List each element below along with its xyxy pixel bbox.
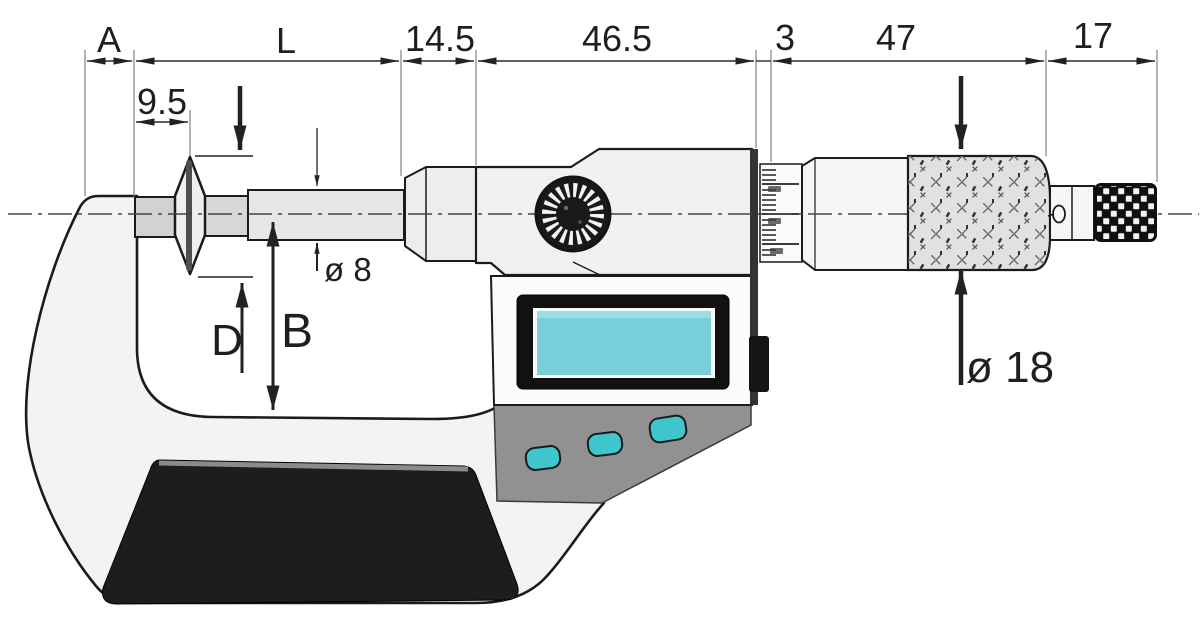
function-button-2 [586,431,624,457]
dim-label-95: 9.5 [137,81,187,122]
dim-label-465: 46.5 [582,18,652,59]
extension-lines [84,50,1158,197]
frame-insulating-pad [102,459,519,605]
dim-label-thimble-dia: ø 18 [966,343,1054,392]
dim-label-a: A [97,19,121,60]
lcd-screen-glare [537,311,711,318]
dim-label-47: 47 [876,17,916,58]
thimble-knurl-texture [908,156,1050,270]
dim-label-17: 17 [1073,15,1113,56]
dimension-labels: A L 14.5 46.5 3 47 17 9.5 ø 8 D B ø 18 [97,15,1113,392]
ratchet-knob-texture [1097,186,1154,239]
pad-top-highlight [158,460,469,472]
dim-label-145: 14.5 [405,18,475,59]
dim-label-throat: B [281,305,313,358]
body [474,147,754,277]
data-port [749,336,769,392]
dimension-lines [87,57,1155,126]
anvil-stem [134,196,176,238]
body-right-edge [750,149,758,405]
dim-label-spindle-dia: ø 8 [324,251,372,288]
sleeve [759,163,803,263]
spindle-tip-rod [204,195,250,237]
spindle [247,189,405,241]
function-button-1 [524,445,562,471]
function-button-3 [648,414,688,444]
lcd-screen [537,311,711,375]
panel-buttons [524,414,688,471]
shaft-detail-tail [1047,213,1055,217]
dim-label-disc-dia: D [211,316,243,365]
dim-label-l: L [276,20,296,61]
pointer-arrows [195,76,968,410]
dim-label-3: 3 [775,17,795,58]
friction-wheel [534,175,612,253]
sleeve-scale-numerals [768,186,783,254]
body-chamfer [572,261,601,276]
